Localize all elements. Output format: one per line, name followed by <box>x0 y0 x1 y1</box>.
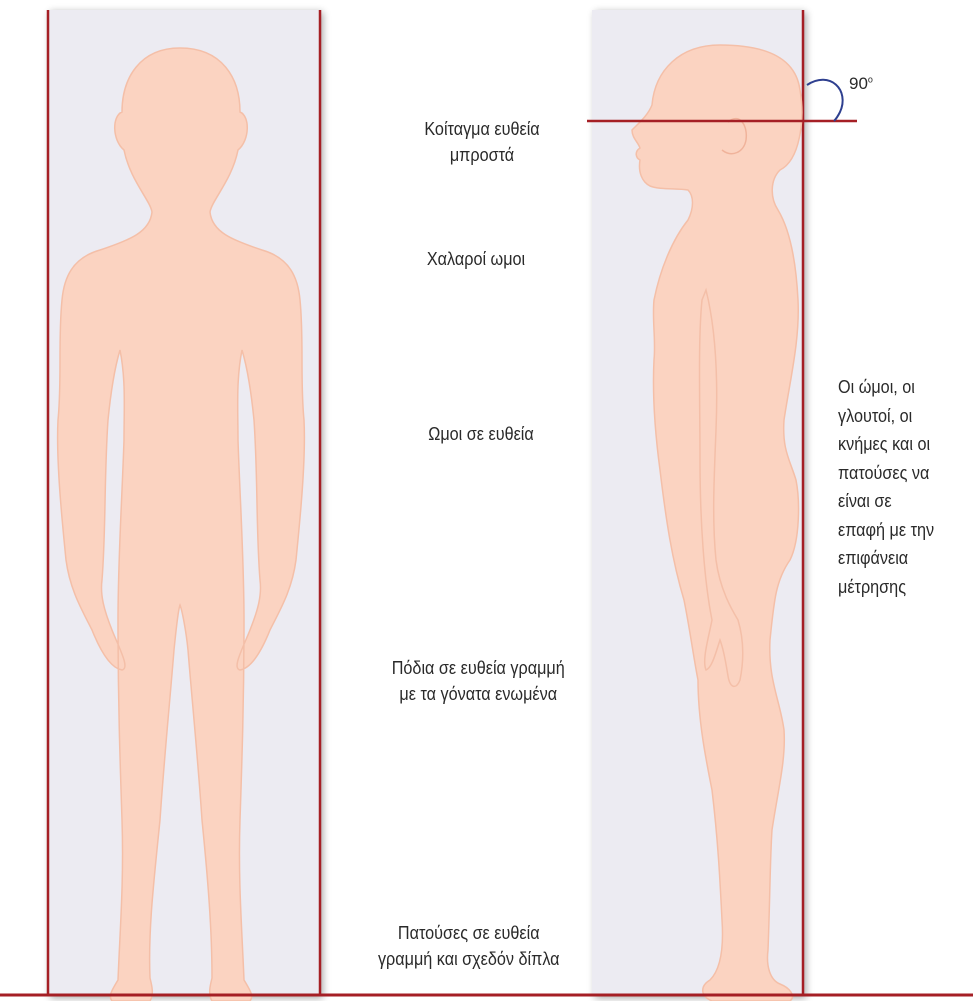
label-feet-aligned: Πατούσες σε ευθεία γραμμή και σχεδόν δίπ… <box>354 920 584 972</box>
label-relaxed-shoulders-text: Χαλαροί ωμοι <box>395 246 557 272</box>
label-contact-line8: μέτρησης <box>838 573 959 602</box>
angle-label: 90o <box>849 74 873 94</box>
right-angle-arc <box>807 80 843 121</box>
label-feet-aligned-line1: Πατούσες σε ευθεία <box>354 920 584 946</box>
label-gaze-forward: Κοίταγμα ευθεία μπροστά <box>392 116 572 168</box>
label-straight-shoulders: Ωμοι σε ευθεία <box>400 421 562 447</box>
label-contact-line1: Οι ώμοι, οι <box>838 373 959 402</box>
label-relaxed-shoulders: Χαλαροί ωμοι <box>395 246 557 272</box>
angle-unit: o <box>868 74 873 84</box>
label-feet-aligned-line2: γραμμή και σχεδόν δίπλα <box>354 946 584 972</box>
label-contact-line4: πατούσες να <box>838 459 959 488</box>
label-contact-surface: Οι ώμοι, οι γλουτοί, οι κνήμες και οι πα… <box>838 373 959 601</box>
label-legs-straight-line1: Πόδια σε ευθεία γραμμή <box>368 655 589 681</box>
label-gaze-forward-line1: Κοίταγμα ευθεία <box>392 116 572 142</box>
angle-value: 90 <box>849 74 868 93</box>
label-legs-straight-line2: με τα γόνατα ενωμένα <box>368 681 589 707</box>
label-contact-line3: κνήμες και οι <box>838 430 959 459</box>
label-contact-line6: επαφή με την <box>838 516 959 545</box>
label-legs-straight: Πόδια σε ευθεία γραμμή με τα γόνατα ενωμ… <box>368 655 589 707</box>
label-contact-line2: γλουτοί, οι <box>838 402 959 431</box>
label-contact-line5: είναι σε <box>838 487 959 516</box>
label-straight-shoulders-text: Ωμοι σε ευθεία <box>400 421 562 447</box>
label-contact-line7: επιφάνεια <box>838 544 959 573</box>
label-gaze-forward-line2: μπροστά <box>392 142 572 168</box>
